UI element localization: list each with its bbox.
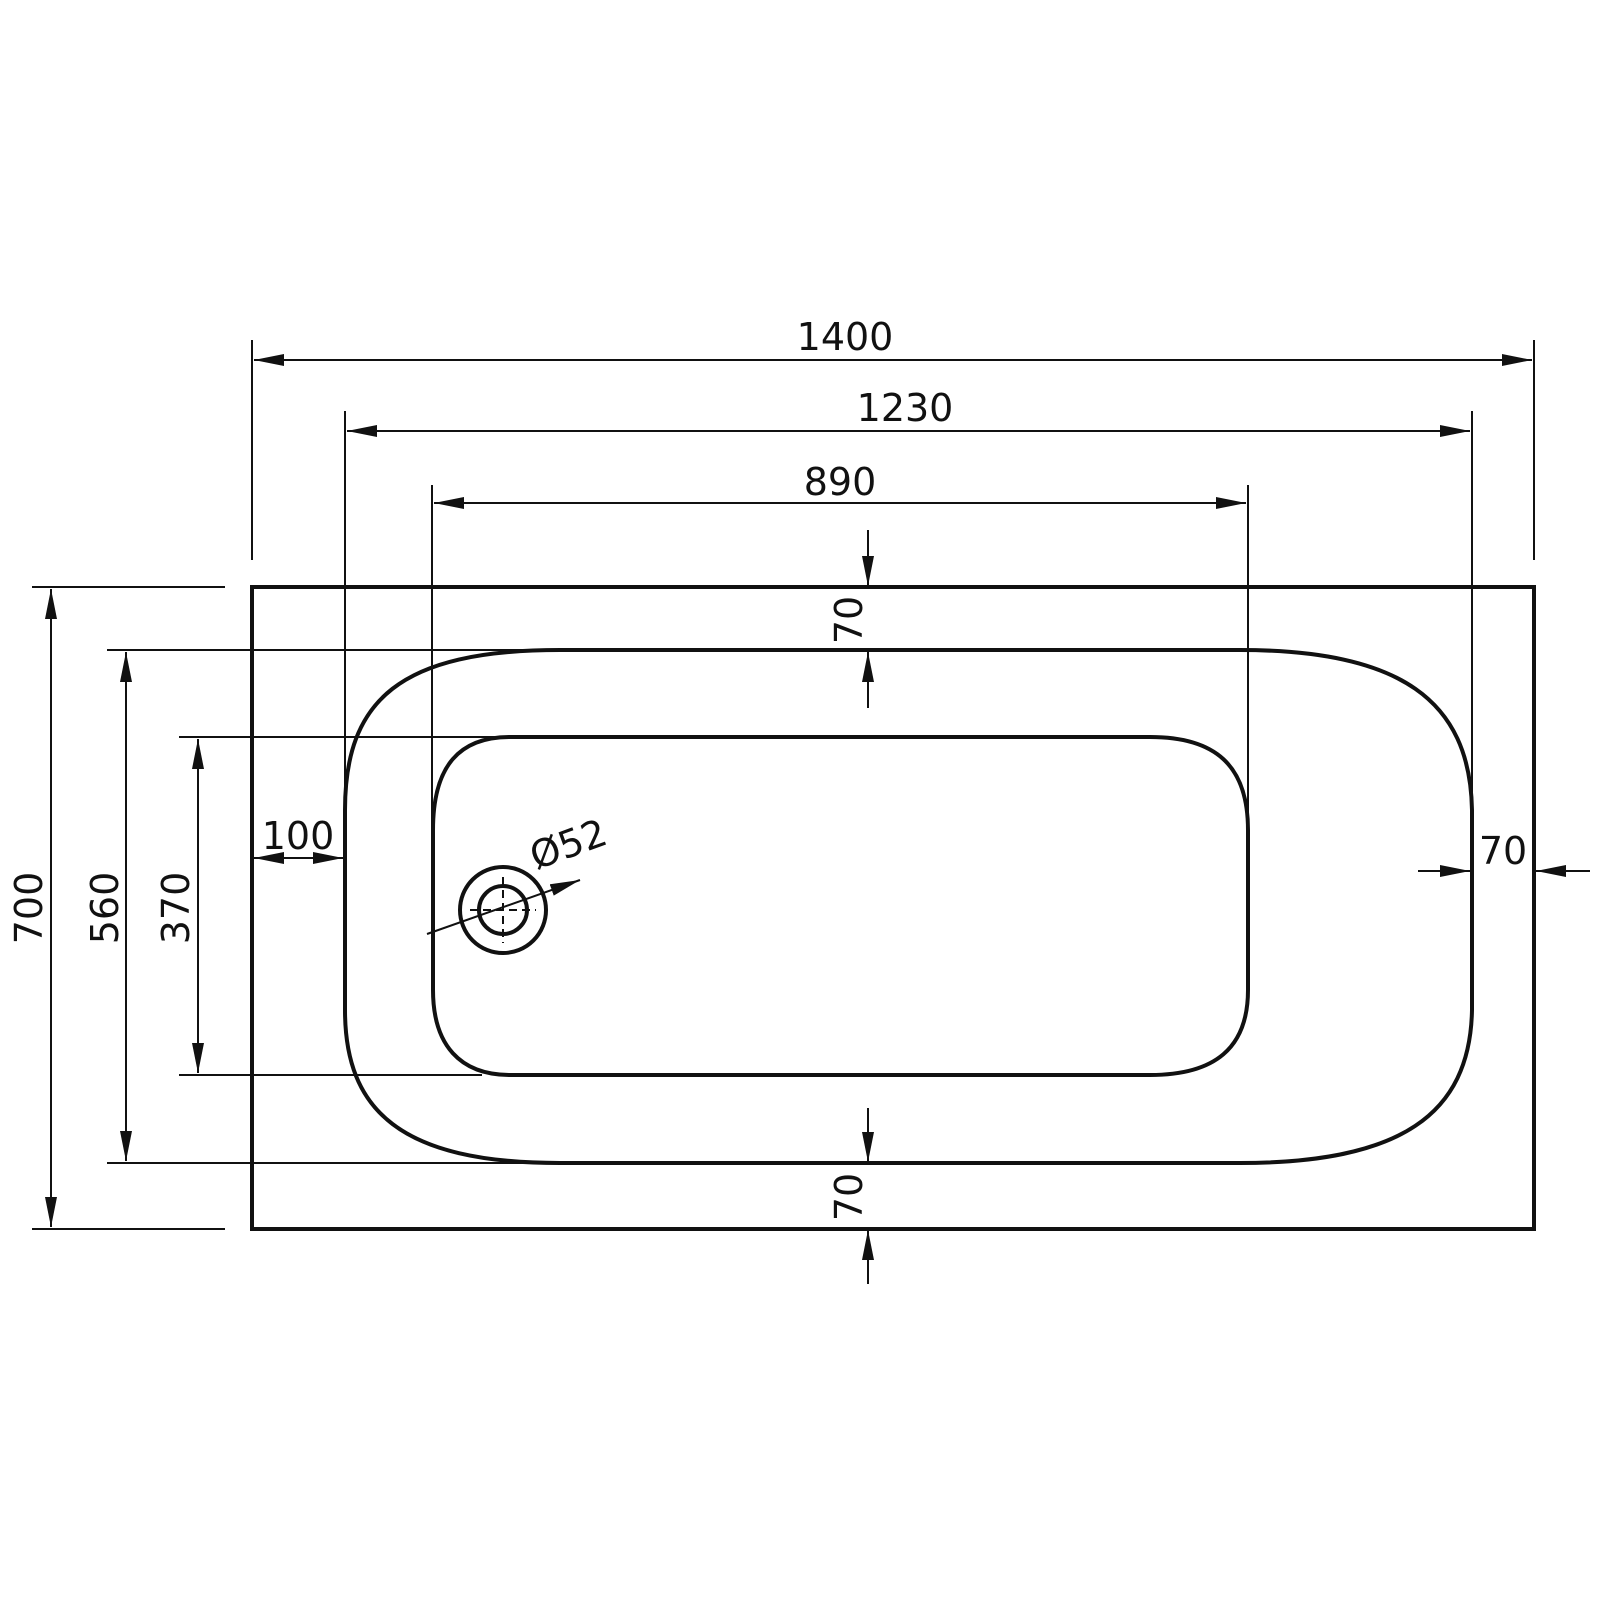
- dim-overall-length: 1400: [251, 315, 1535, 560]
- dim-overall-width: 700: [7, 586, 225, 1230]
- dim-basin-floor-length: 890: [431, 460, 1249, 990]
- drain-icon: [458, 865, 548, 955]
- basin-floor-outline: [431, 735, 1250, 1077]
- svg-text:70: 70: [827, 1173, 871, 1221]
- dim-basin-floor-width: 370: [154, 736, 510, 1076]
- drain-diameter-label: Ø52: [524, 810, 613, 878]
- dim-rim-right: 70: [1418, 829, 1590, 877]
- dim-rim-inner-width: 560: [83, 649, 560, 1164]
- dim-rim-left: 100: [254, 814, 343, 864]
- dim-rim-top: 70: [827, 530, 874, 708]
- svg-text:1230: 1230: [857, 386, 954, 430]
- svg-text:1400: 1400: [797, 315, 894, 359]
- svg-text:70: 70: [1479, 829, 1527, 873]
- svg-text:890: 890: [804, 460, 877, 504]
- tub-outline: [250, 585, 1536, 1231]
- dim-rim-inner-length: 1230: [344, 386, 1473, 860]
- svg-text:370: 370: [154, 872, 198, 945]
- svg-text:700: 700: [7, 872, 51, 945]
- svg-text:100: 100: [262, 814, 335, 858]
- svg-text:70: 70: [827, 596, 871, 644]
- dim-rim-bottom: 70: [827, 1108, 874, 1284]
- rim-inner-outline: [343, 648, 1474, 1165]
- drain-dimension-line: [426, 879, 581, 935]
- svg-text:560: 560: [83, 872, 127, 945]
